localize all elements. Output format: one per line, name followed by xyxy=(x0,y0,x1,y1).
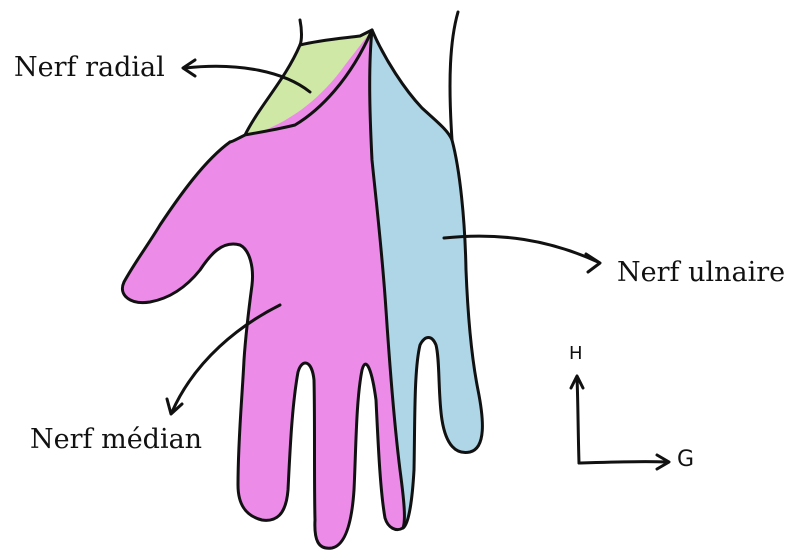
axis-label-h: H xyxy=(569,345,583,363)
axis-vertical xyxy=(577,378,579,463)
label-nerf-radial: Nerf radial xyxy=(14,54,165,81)
label-nerf-median: Nerf médian xyxy=(30,426,202,453)
wrist-line-left xyxy=(300,20,302,45)
wrist-line-right xyxy=(450,12,458,140)
label-nerf-ulnaire: Nerf ulnaire xyxy=(617,259,785,286)
axis-horizontal xyxy=(579,462,667,463)
axis-label-g: G xyxy=(677,449,694,471)
ulnaire-arrowhead xyxy=(586,254,600,272)
